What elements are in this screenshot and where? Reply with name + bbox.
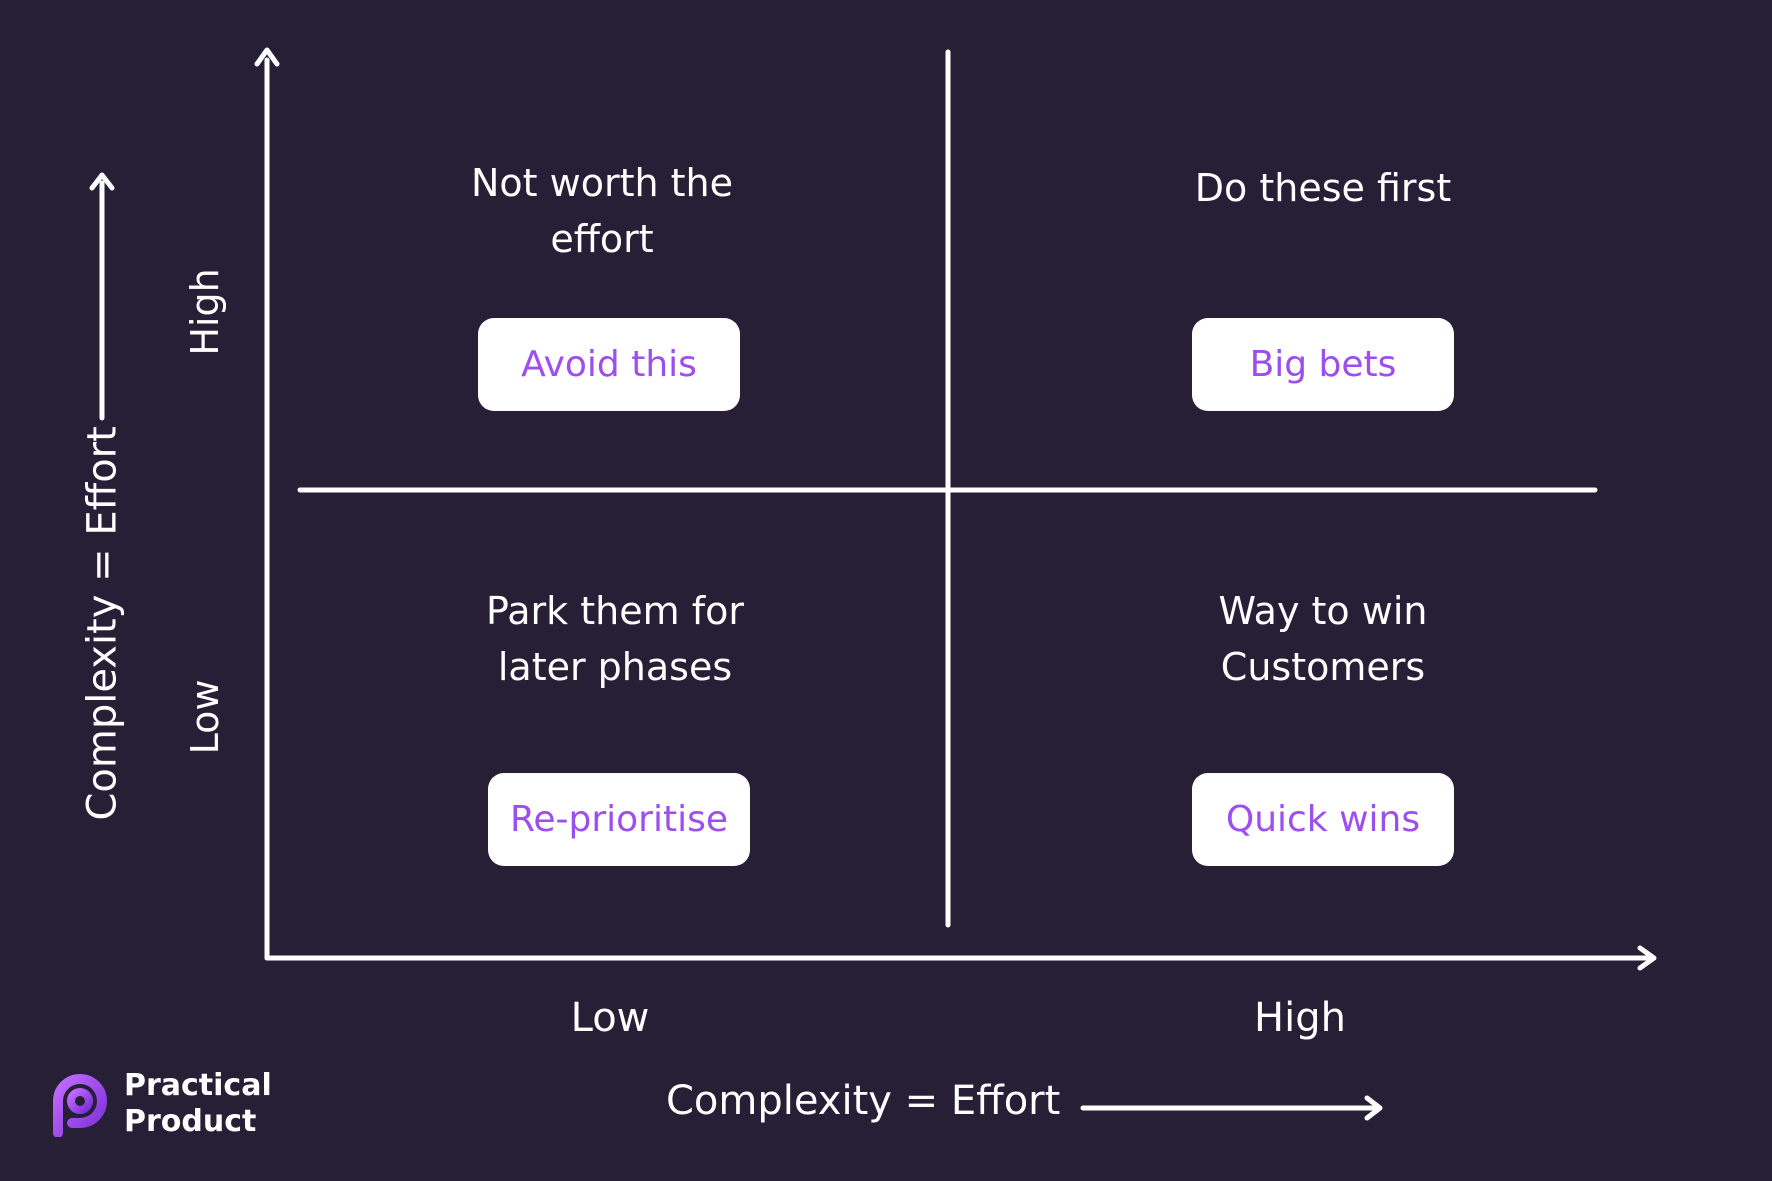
re-prioritise-tag: Re-prioritise	[488, 773, 750, 866]
brand-name: Practical Product	[124, 1068, 272, 1140]
brand-name-line1: Practical	[124, 1068, 272, 1103]
y-axis-low-label: Low	[183, 679, 227, 755]
y-axis-high-label: High	[183, 268, 227, 356]
quadrant-bottom-right-title: Way to win Customers	[1113, 583, 1533, 695]
quadrant-bottom-right-title-line2: Customers	[1220, 645, 1426, 689]
big-bets-tag: Big bets	[1192, 318, 1454, 411]
brand-name-line2: Product	[124, 1104, 257, 1139]
quick-wins-tag: Quick wins	[1192, 773, 1454, 866]
avoid-this-tag: Avoid this	[478, 318, 740, 411]
quadrant-bottom-left-title-line1: Park them for	[486, 589, 744, 633]
x-axis-title: Complexity = Effort	[666, 1078, 1061, 1124]
brand-logo: Practical Product	[50, 1068, 272, 1140]
quadrant-top-left-title: Not worth the effort	[392, 155, 812, 267]
x-axis-low-label: Low	[570, 995, 650, 1041]
quadrant-top-left-title-line2: effort	[550, 217, 654, 261]
y-axis-arrowhead	[254, 47, 280, 67]
x-title-arrowhead	[1364, 1095, 1383, 1121]
practical-product-logo-icon	[53, 1074, 107, 1137]
quadrant-top-left-title-line1: Not worth the	[470, 161, 734, 205]
y-axis-title: Complexity = Effort	[79, 426, 126, 821]
x-axis-arrowhead	[1637, 945, 1657, 971]
quadrant-bottom-left-title-line2: later phases	[497, 645, 733, 689]
quadrant-bottom-right-title-line1: Way to win	[1218, 589, 1428, 633]
x-axis-high-label: High	[1254, 995, 1346, 1041]
quadrant-bottom-left-title: Park them for later phases	[405, 583, 825, 695]
y-title-arrowhead	[89, 172, 115, 191]
quadrant-top-right-title-line1: Do these first	[1194, 166, 1452, 210]
quadrant-top-right-title: Do these first	[1113, 160, 1533, 216]
